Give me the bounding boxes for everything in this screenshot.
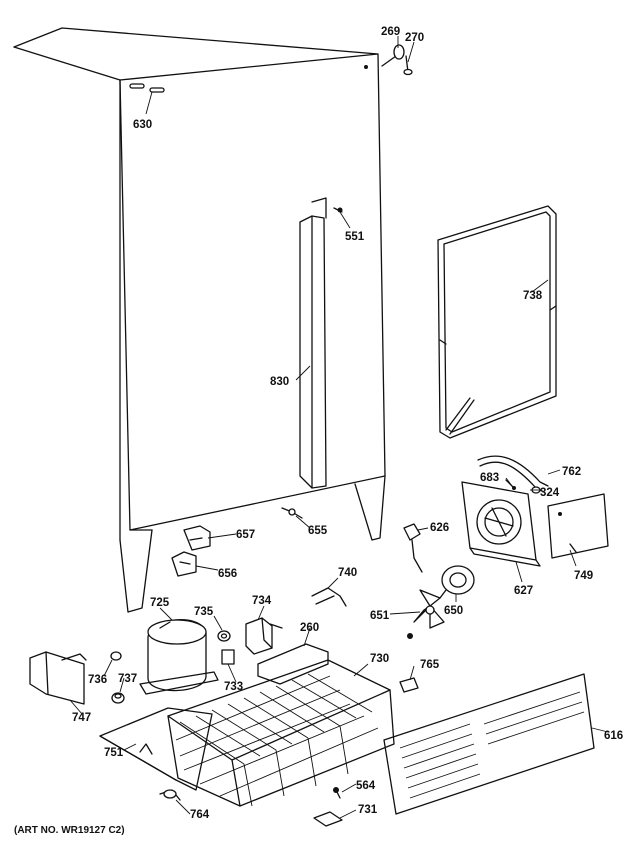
overload-733 <box>221 649 235 665</box>
condenser-coil <box>167 659 395 807</box>
callout-270: 270 <box>405 32 424 44</box>
grommet-736 <box>110 651 122 661</box>
screw-551 <box>333 207 343 213</box>
fan-motor <box>439 565 475 599</box>
grommet-735 <box>217 630 231 642</box>
callout-324: 324 <box>540 487 560 499</box>
clip-765 <box>399 677 419 693</box>
callout-630: 630 <box>133 119 152 131</box>
harness-626 <box>403 523 423 573</box>
callout-733: 733 <box>224 681 243 693</box>
grommet-737 <box>111 692 125 704</box>
bracket-656 <box>171 551 197 577</box>
callout-735: 735 <box>194 606 214 618</box>
bracket-657 <box>183 525 211 551</box>
compressor <box>139 619 219 695</box>
clip-740 <box>311 587 347 607</box>
callout-260: 260 <box>300 622 319 634</box>
hinge-bolt <box>381 44 413 76</box>
callout-731: 731 <box>358 804 378 816</box>
callout-616: 616 <box>604 730 623 742</box>
callout-765: 765 <box>420 659 440 671</box>
callout-764: 764 <box>190 809 210 821</box>
fan-shroud <box>461 481 541 567</box>
art-number-note: (ART NO. WR19127 C2) <box>14 825 125 836</box>
callout-650: 650 <box>444 605 463 617</box>
leveler-764 <box>159 789 181 801</box>
callout-738: 738 <box>523 290 543 302</box>
leader-lines <box>69 36 609 819</box>
callout-269: 269 <box>381 26 400 38</box>
clip-655 <box>281 507 303 519</box>
callout-656: 656 <box>218 568 237 580</box>
door-gasket <box>437 205 557 439</box>
callout-734: 734 <box>252 595 272 607</box>
callout-730: 730 <box>370 653 389 665</box>
callout-labels: 269 270 630 551 738 830 683 762 324 657 … <box>72 26 623 821</box>
screw-564 <box>333 787 341 799</box>
callout-740: 740 <box>338 567 357 579</box>
callout-762: 762 <box>562 466 581 478</box>
callout-751: 751 <box>104 747 124 759</box>
callout-830: 830 <box>270 376 289 388</box>
bracket-747 <box>29 651 87 705</box>
fan-blade <box>407 589 445 639</box>
callout-657: 657 <box>236 529 255 541</box>
bracket-260 <box>257 643 329 685</box>
callout-725: 725 <box>150 597 170 609</box>
callout-736: 736 <box>88 674 107 686</box>
callout-627: 627 <box>514 585 533 597</box>
callout-747: 747 <box>72 712 91 724</box>
callout-683: 683 <box>480 472 499 484</box>
divider-channel <box>299 197 327 489</box>
callout-564: 564 <box>356 780 376 792</box>
clip-731 <box>313 811 343 827</box>
callout-551: 551 <box>345 231 365 243</box>
cover-749 <box>547 493 609 559</box>
callout-737: 737 <box>118 673 137 685</box>
callout-626: 626 <box>430 522 449 534</box>
callout-651: 651 <box>370 610 390 622</box>
callout-749: 749 <box>574 570 593 582</box>
grille <box>383 673 595 815</box>
cabinet <box>13 27 386 613</box>
relay-734 <box>245 617 283 655</box>
callout-655: 655 <box>308 525 328 537</box>
base-plate <box>99 707 213 791</box>
